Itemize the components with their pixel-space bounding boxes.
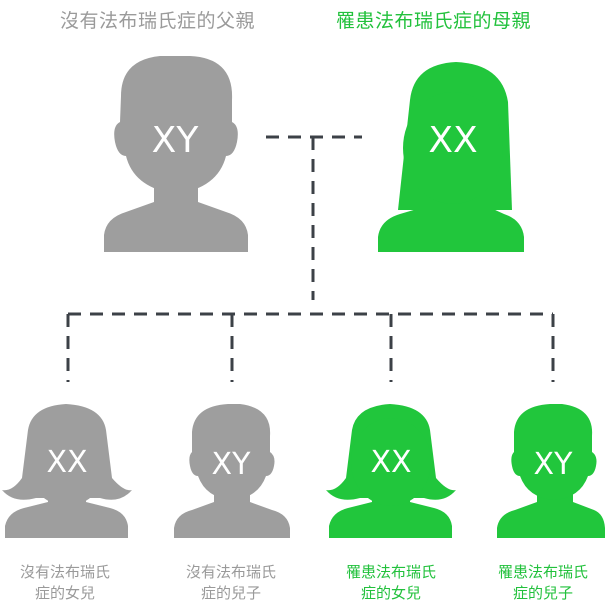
child-3-caption-line1: 罹患法布瑞氏 [345, 563, 436, 581]
child-2-caption-line1: 沒有法布瑞氏 [185, 563, 276, 581]
mother-face [403, 92, 503, 204]
child-3-figure: XX [326, 404, 456, 538]
child-2-body [174, 486, 290, 538]
child-2-figure: XY [174, 404, 290, 538]
child-1-caption-line2: 症的女兒 [34, 584, 95, 602]
connector-lines [66, 135, 555, 382]
father-figure: XY [104, 56, 248, 252]
father-chromosomes: XY [152, 120, 200, 161]
child-2-caption-line2: 症的兒子 [200, 584, 261, 602]
child-1-figure: XX [2, 404, 132, 538]
child-3-caption: 罹患法布瑞氏 症的女兒 [326, 562, 456, 604]
child-4-chromosomes: XY [534, 447, 574, 482]
child-1-chromosomes: XX [46, 445, 87, 480]
mother-title: 罹患法布瑞氏症的母親 [336, 10, 532, 32]
child-1-body [5, 488, 128, 538]
child-3-chromosomes: XX [370, 445, 411, 480]
child-3-caption-line2: 症的女兒 [360, 584, 421, 602]
father-body [104, 180, 248, 252]
child-1-caption-line1: 沒有法布瑞氏 [19, 563, 110, 581]
child-3-body [329, 488, 452, 538]
child-4-head [511, 404, 597, 500]
child-1-face [27, 418, 107, 506]
child-3-face [351, 418, 431, 506]
child-2-head [189, 404, 275, 500]
child-1-caption: 沒有法布瑞氏 症的女兒 [0, 562, 130, 604]
child-2-caption: 沒有法布瑞氏 症的兒子 [166, 562, 296, 604]
child-4-caption-line2: 症的兒子 [512, 584, 573, 602]
child-4-caption: 罹患法布瑞氏 症的兒子 [478, 562, 608, 604]
mother-figure: XX [378, 62, 524, 252]
child-2-chromosomes: XY [212, 447, 252, 482]
child-4-caption-line1: 罹患法布瑞氏 [497, 563, 588, 581]
father-head [114, 56, 238, 194]
father-title: 沒有法布瑞氏症的父親 [60, 10, 256, 32]
child-4-body [497, 486, 605, 538]
mother-body [378, 184, 524, 252]
child-4-figure: XY [497, 404, 605, 538]
mother-chromosomes: XX [428, 120, 477, 161]
